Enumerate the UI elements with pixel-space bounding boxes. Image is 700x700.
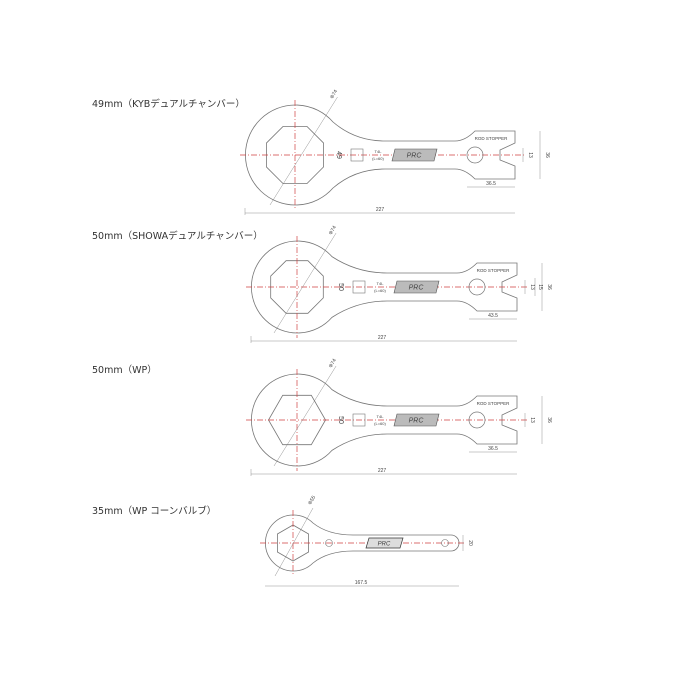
slot-dim-label: 43.5 <box>488 313 498 319</box>
end-hole <box>441 539 449 547</box>
spec-top: T4L <box>377 281 385 286</box>
diameter-label: Φ74 <box>329 89 339 100</box>
spec-top: T4L <box>375 149 383 154</box>
spec-bottom: (L=60) <box>372 156 384 161</box>
stamp-box <box>352 413 366 427</box>
wrench-socket <box>270 260 324 314</box>
wrench-0: Φ74 49 T4L (L=60) PRC ROD STOPPER 227 36.5 36 13 <box>240 89 550 215</box>
rod-stopper-label: ROD STOPPER <box>475 136 508 141</box>
wrench-title-50mm-showa: 50mm（SHOWAデュアルチャンバー） <box>92 231 263 242</box>
prc-logo: PRC <box>391 148 438 162</box>
spec-top: T4L <box>377 414 385 419</box>
logo-badge <box>365 537 404 549</box>
prc-logo: PRC <box>365 537 404 549</box>
size-label: 49 <box>335 151 342 159</box>
wrench-title-49mm-kyb: 49mm（KYBデュアルチャンバー） <box>92 99 245 110</box>
handle-hole <box>325 539 333 547</box>
size-label: 50 <box>337 416 344 424</box>
stamp-box <box>352 280 366 294</box>
length-dim-label: 227 <box>376 207 385 213</box>
diameter-leader <box>273 365 337 467</box>
inner-dim-label: 13 <box>527 152 533 158</box>
mid-dim-label: 15 <box>537 284 543 290</box>
length-dim-label: 227 <box>378 335 387 341</box>
diameter-label: Φ55 <box>307 495 317 506</box>
diameter-leader <box>269 96 338 206</box>
inner-dim-label: 13 <box>529 284 535 290</box>
logo-text: PRC <box>409 418 425 425</box>
height-dim-label: 36 <box>546 417 552 423</box>
wrench-title-35mm-wp: 35mm（WP コーンバルブ） <box>92 506 217 517</box>
diameter-leader <box>274 507 314 577</box>
height-dim-label: 20 <box>467 540 473 546</box>
diameter-leader <box>273 232 337 334</box>
rod-stopper-label: ROD STOPPER <box>477 401 510 406</box>
height-dim-label: 36 <box>544 152 550 158</box>
wrench-outline <box>251 240 518 334</box>
spec-bottom: (L=60) <box>374 421 386 426</box>
logo-text: PRC <box>407 153 423 160</box>
logo-badge <box>393 280 440 294</box>
length-dim-label: 227 <box>378 468 387 474</box>
size-label: 50 <box>337 283 344 291</box>
prc-logo: PRC <box>393 413 440 427</box>
logo-badge <box>391 148 438 162</box>
slot-dim-label: 36.5 <box>486 181 496 187</box>
diameter-label: Φ74 <box>328 225 338 236</box>
wrench-socket <box>265 125 325 185</box>
inner-dim-label: 13 <box>529 417 535 423</box>
wrench-2: Φ74 50 T4L (L=60) PRC ROD STOPPER 227 36.5 36 13 <box>246 358 552 476</box>
wrench-title-50mm-wp: 50mm（WP） <box>92 365 157 376</box>
logo-text: PRC <box>409 285 425 292</box>
stamp-box <box>350 148 364 162</box>
height-dim-label: 36 <box>546 284 552 290</box>
diameter-label: Φ74 <box>328 358 338 369</box>
logo-badge <box>393 413 440 427</box>
rod-stopper-hole <box>468 411 486 429</box>
rod-stopper-label: ROD STOPPER <box>477 268 510 273</box>
length-dim-label: 167.5 <box>355 580 368 586</box>
rod-stopper-hole <box>468 278 486 296</box>
slot-dim-label: 36.5 <box>488 446 498 452</box>
wrench-outline <box>251 373 518 467</box>
rod-stopper-hole <box>466 146 484 164</box>
prc-logo: PRC <box>393 280 440 294</box>
spec-bottom: (L=60) <box>374 288 386 293</box>
logo-text: PRC <box>378 542 391 548</box>
